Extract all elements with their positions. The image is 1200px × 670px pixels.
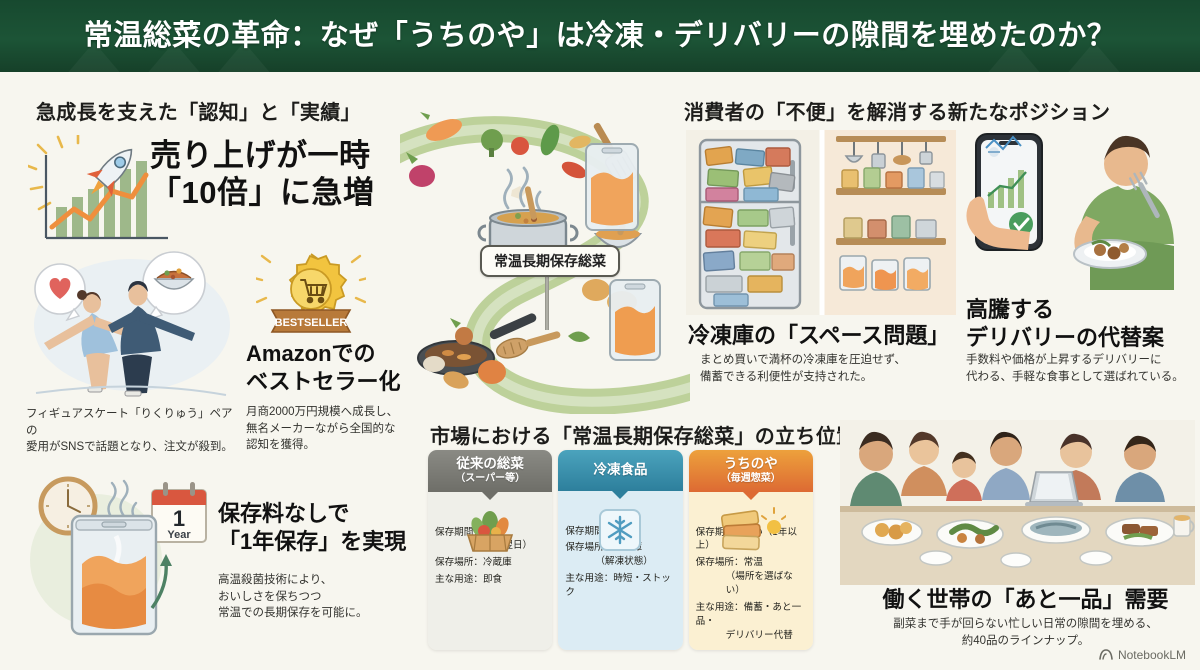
amazon-subtext-line2: 無名メーカーながら全国的な <box>246 422 396 435</box>
delivery-headline-line1: 高騰する <box>966 297 1055 322</box>
row-label: 保存期間： <box>695 526 744 538</box>
skater-caption-line2: 愛用がSNSで話題となり、注文が殺到。 <box>26 441 233 454</box>
row-label: 保存期間： <box>565 525 614 537</box>
family-headline: 働く世帯の「あと一品」需要 <box>858 586 1193 614</box>
delivery-subtext-line2: 代わる、手軽な食事として選ばれている。 <box>966 370 1184 383</box>
freezer-subtext-line1: まとめ買いで満杯の冷凍庫を圧迫せず、 <box>700 354 906 366</box>
figure-skater-pair-illustration <box>22 245 237 405</box>
row-label: 保存場所： <box>435 557 483 569</box>
delivery-subtext-line1: 手数料や価格が上昇するデリバリーに <box>966 354 1162 366</box>
comparison-card-name: 冷凍食品 <box>593 462 648 477</box>
preservation-subtext: 高温殺菌技術により、 おいしさを保ちつつ 常温での長期保存を可能に。 <box>218 572 433 622</box>
preservation-headline: 保存料なしで 「1年保存」を実現 <box>218 500 428 555</box>
amazon-headline-line2: ベストセラー化 <box>246 368 401 394</box>
retort-pouch-preservation-illustration: 1 Year <box>24 468 214 643</box>
watermark-text: NotebookLM <box>1117 648 1186 662</box>
header-decor-triangle <box>140 42 208 72</box>
snowflake-icon <box>558 506 682 554</box>
amazon-subtext-line1: 月商2000万円規模へ成長し、 <box>246 406 399 418</box>
comparison-card-caption: うちのや （毎週惣菜） <box>688 450 813 492</box>
delivery-headline: 高騰する デリバリーの代替案 <box>966 296 1191 351</box>
row-label: 主な用途： <box>435 574 483 586</box>
amazon-headline-line1: Amazonでの <box>246 341 376 366</box>
skater-caption-line1: フィギュアスケート「りくりゅう」ペアの <box>26 408 233 437</box>
bestseller-badge-text: BESTSELLER <box>275 317 348 329</box>
family-subtext-line1: 副菜まで手が回らない忙しい日常の隙間を埋める、 <box>893 618 1158 630</box>
food-flow-illustration <box>400 84 690 414</box>
growth-headline-line1: 売り上げが一時 <box>150 138 371 173</box>
amazon-subtext-line3: 認知を獲得。 <box>246 439 315 452</box>
freezer-headline-text: 冷凍庫の「スペース問題」 <box>688 323 950 348</box>
comparison-card-caption: 従来の総菜 （スーパー等） <box>428 450 553 492</box>
row-value: 時短・ストック <box>565 573 671 599</box>
preservation-headline-line2: 「1年保存」を実現 <box>218 528 407 554</box>
preservation-subtext-line2: おいしさを保ちつつ <box>218 590 322 603</box>
category-sign-label: 常温長期保存総菜 <box>480 245 620 277</box>
family-headline-text: 働く世帯の「あと一品」需要 <box>882 587 1169 612</box>
rocket-growth-chart-icon <box>28 135 178 250</box>
row-label: 保存場所： <box>565 542 614 554</box>
row-label: 主な用途： <box>565 573 614 585</box>
comparison-card-uchinoya[interactable]: うちのや （毎週惣菜） 保存期間：長い（1年以上） 保存場所：常温 <box>688 450 813 650</box>
amazon-subtext: 月商2000万円規模へ成長し、 無名メーカーながら全国的な 認知を獲得。 <box>246 404 426 454</box>
notebooklm-watermark: NotebookLM <box>1099 648 1186 662</box>
family-subtext-line2: 約40品のラインナップ。 <box>961 634 1090 647</box>
page-title: 常温総菜の革命：なぜ「うちのや」は冷凍・デリバリーの隙間を埋めたのか？ <box>83 20 1117 52</box>
delivery-alternative-illustration <box>960 130 1190 290</box>
growth-headline-line2: 「10倍」に急増 <box>150 174 375 210</box>
row-label: 保存期間： <box>435 526 483 538</box>
growth-headline: 売り上げが一時 「10倍」に急増 <box>150 138 420 211</box>
sign-post <box>545 272 549 330</box>
header-decor-triangle <box>980 42 1048 72</box>
calendar-number: 1 <box>173 506 185 531</box>
header-decor-triangle <box>1060 42 1128 72</box>
right-section-title: 消費者の「不便」を解消する新たなポジション <box>684 102 1111 124</box>
freezer-subtext: まとめ買いで満杯の冷凍庫を圧迫せず、 備蓄できる利便性が支持された。 <box>700 352 950 385</box>
header-decor-triangle <box>210 42 278 72</box>
comparison-card-caption: 冷凍食品 <box>558 450 683 491</box>
left-section-title: 急成長を支えた「認知」と「実績」 <box>36 102 361 124</box>
comparison-grid: 従来の総菜 （スーパー等） 保存期間：短い （当日〜翌日） 保存場所：冷蔵庫 <box>428 450 813 650</box>
comparison-title: 市場における「常温長期保存総菜」の立ち位置 <box>430 426 857 448</box>
preservation-headline-line1: 保存料なしで <box>218 501 350 526</box>
row-value: 即食 <box>482 574 503 586</box>
bestseller-medal-icon: BESTSELLER <box>256 248 366 338</box>
comparison-card-traditional[interactable]: 従来の総菜 （スーパー等） 保存期間：短い （当日〜翌日） 保存場所：冷蔵庫 <box>428 450 553 650</box>
preservation-subtext-line1: 高温殺菌技術により、 <box>218 574 333 586</box>
freezer-space-illustration <box>686 130 956 315</box>
row-label: 保存場所： <box>695 557 744 569</box>
calendar-unit: Year <box>167 529 191 541</box>
skater-caption: フィギュアスケート「りくりゅう」ペアの 愛用がSNSで話題となり、注文が殺到。 <box>26 406 241 456</box>
comparison-card-name: 従来の総菜 <box>456 456 524 471</box>
comparison-card-frozen[interactable]: 冷凍食品 保存期間：長い 保存場所： <box>558 450 683 650</box>
row-sub: デリバリー代替 <box>725 629 793 641</box>
preservation-subtext-line3: 常温での長期保存を可能に。 <box>218 607 368 620</box>
freezer-headline: 冷凍庫の「スペース問題」 <box>688 322 953 350</box>
delivery-headline-line2: デリバリーの代替案 <box>966 324 1165 350</box>
comparison-card-name: うちのや <box>723 456 778 471</box>
family-subtext: 副菜まで手が回らない忙しい日常の隙間を埋める、 約40品のラインナップ。 <box>858 616 1193 649</box>
row-value: 冷蔵庫 <box>482 557 512 569</box>
family-dinner-table-illustration <box>840 420 1195 585</box>
amazon-headline: Amazonでの ベストセラー化 <box>246 340 421 395</box>
row-value: 備蓄・あと一品・ <box>695 602 802 627</box>
freezer-subtext-line2: 備蓄できる利便性が支持された。 <box>700 370 873 383</box>
notebooklm-logo-icon <box>1099 649 1113 660</box>
vegetable-basket-icon <box>428 506 552 554</box>
header-decor-triangle <box>60 42 128 72</box>
retort-pouch-icon <box>689 506 813 554</box>
row-label: 主な用途： <box>695 602 744 614</box>
row-sub: （解凍状態） <box>595 556 653 568</box>
comparison-card-subname: （毎週惣菜） <box>720 472 781 484</box>
page-header: 常温総菜の革命：なぜ「うちのや」は冷凍・デリバリーの隙間を埋めたのか？ <box>0 0 1200 72</box>
comparison-card-subname: （スーパー等） <box>455 472 526 484</box>
row-value: 常温 <box>743 557 763 569</box>
row-sub: （場所を選ばない） <box>725 571 793 597</box>
delivery-subtext: 手数料や価格が上昇するデリバリーに 代わる、手軽な食事として選ばれている。 <box>966 352 1194 385</box>
